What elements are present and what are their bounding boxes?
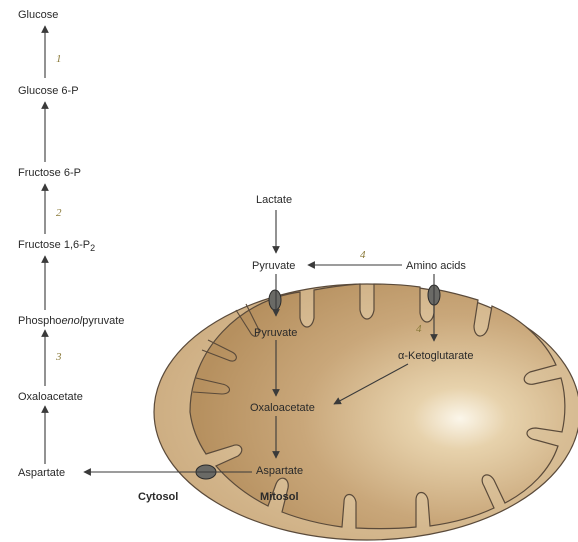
label-fructose-16p2: Fructose 1,6-P2: [18, 239, 95, 253]
label-mitosol: Mitosol: [260, 491, 299, 503]
step-4-top: 4: [360, 249, 366, 261]
label-oxaloacetate-mito: Oxaloacetate: [250, 402, 315, 414]
step-2: 2: [56, 207, 62, 219]
label-glucose: Glucose: [18, 9, 58, 21]
label-oxaloacetate-cytosol: Oxaloacetate: [18, 391, 83, 403]
step-1: 1: [56, 53, 62, 65]
label-lactate: Lactate: [256, 194, 292, 206]
label-phosphoenolpyruvate: Phosphoenolpyruvate: [18, 315, 124, 327]
label-fructose-6p: Fructose 6-P: [18, 167, 81, 179]
label-aspartate-cytosol: Aspartate: [18, 467, 65, 479]
label-amino-acids: Amino acids: [406, 260, 466, 272]
step-4-inner: 4: [416, 323, 422, 335]
pyruvate-transporter: [269, 290, 281, 310]
label-pyruvate-cytosol: Pyruvate: [252, 260, 295, 272]
label-glucose-6p: Glucose 6-P: [18, 85, 79, 97]
label-pyruvate-mito: Pyruvate: [254, 327, 297, 339]
mitochondrion: [154, 284, 578, 540]
inner-membrane-cristae: [190, 284, 565, 529]
label-ketoglutarate: α-Ketoglutarate: [398, 350, 473, 362]
label-aspartate-mito: Aspartate: [256, 465, 303, 477]
label-cytosol: Cytosol: [138, 491, 178, 503]
step-3: 3: [55, 351, 62, 363]
